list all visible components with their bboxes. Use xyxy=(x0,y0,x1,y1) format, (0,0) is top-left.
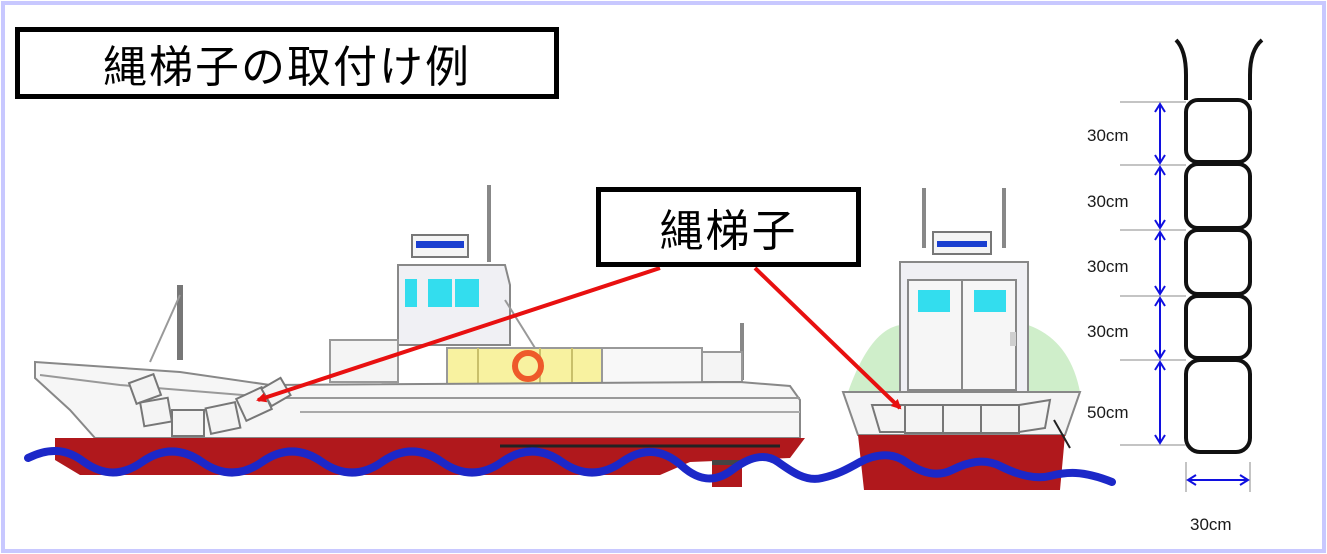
rope-ladder-callout: 縄梯子 xyxy=(596,187,861,267)
dimension-label-4: 30cm xyxy=(1087,322,1129,341)
ladder-dimension-lines xyxy=(1120,101,1251,492)
arrow-to-side-ladder xyxy=(256,266,661,403)
rope-ladder-detail xyxy=(1174,38,1264,454)
dimension-label-1: 30cm xyxy=(1087,126,1129,145)
dimension-label-2: 30cm xyxy=(1087,192,1129,211)
stern-view-boat xyxy=(841,188,1082,490)
ladder-on-side-boat xyxy=(127,372,292,437)
arrow-to-stern-ladder xyxy=(753,266,902,410)
dimension-label-3: 30cm xyxy=(1087,257,1129,276)
dimension-label-5: 50cm xyxy=(1087,403,1129,422)
ladder-on-stern-boat xyxy=(870,398,1052,434)
water-wave xyxy=(24,447,1116,486)
width-dimension-label: 30cm xyxy=(1190,515,1232,534)
diagram-title: 縄梯子の取付け例 xyxy=(15,27,559,99)
